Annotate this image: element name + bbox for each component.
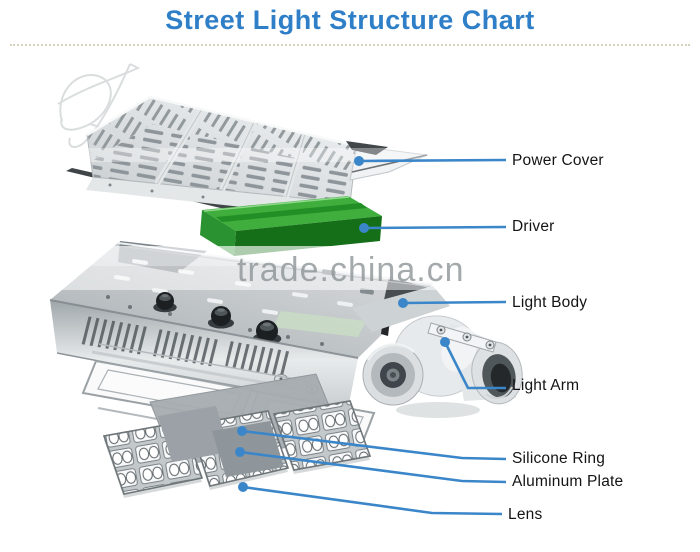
label-lens: Lens xyxy=(508,506,543,523)
callout-light-body xyxy=(398,298,507,308)
callout-power-cover xyxy=(354,156,507,166)
label-light-arm: Light Arm xyxy=(512,377,580,394)
label-power-cover: Power Cover xyxy=(512,152,604,169)
light-arm-part xyxy=(352,286,523,418)
watermark-text: trade.china.cn xyxy=(237,251,465,289)
title-underline xyxy=(10,44,690,46)
callout-light-arm xyxy=(440,337,506,390)
callout-aluminum-plate xyxy=(235,447,507,484)
watermark-band: trade.china.cn xyxy=(0,148,700,290)
label-aluminum-plate: Aluminum Plate xyxy=(512,473,624,490)
callout-silicone-ring xyxy=(237,426,507,461)
callout-lines xyxy=(235,156,507,516)
callout-driver xyxy=(359,223,507,233)
page-title: Street Light Structure Chart xyxy=(165,5,535,35)
label-light-body: Light Body xyxy=(512,294,588,311)
label-driver: Driver xyxy=(512,218,555,235)
callout-lens xyxy=(238,482,503,516)
label-silicone-ring: Silicone Ring xyxy=(512,450,606,467)
